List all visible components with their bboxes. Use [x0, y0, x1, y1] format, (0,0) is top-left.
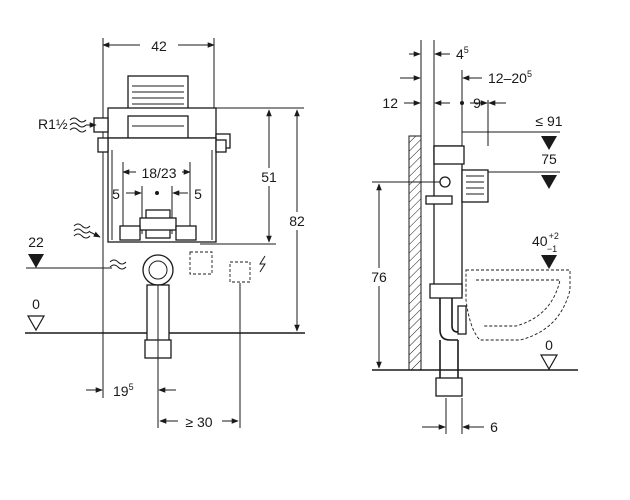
level-22-label: 22 [28, 234, 44, 250]
dim-30-label: ≥ 30 [185, 414, 212, 430]
bowl-height-marker [541, 255, 557, 269]
dim-45-label: 45 [456, 45, 469, 62]
frame-bracket-left [93, 117, 109, 133]
dim-82-label: 82 [289, 213, 305, 229]
cistern-grille [132, 85, 184, 105]
supply-box [189, 251, 213, 275]
dim-91-label: ≤ 91 [535, 113, 562, 129]
wall-section [408, 135, 422, 371]
dim-9-label: 9 [473, 95, 481, 111]
dim-18-23-label: 18/23 [141, 165, 176, 181]
dim-51-label: 51 [261, 169, 277, 185]
dim-42-label: 42 [151, 38, 167, 54]
front-view: 42 R1½ 18/23 [25, 36, 312, 430]
power-box [229, 261, 251, 283]
side-inlet-box [461, 169, 489, 203]
thread-label: R1½ [38, 116, 68, 132]
bowl-height-label: 40+2−1 [532, 231, 559, 254]
dim-76-label: 76 [371, 269, 387, 285]
dim-6-label: 6 [490, 419, 498, 435]
dim-5-left: 5 [112, 186, 120, 202]
front-floor-label: 0 [32, 296, 40, 312]
dim-75-label: 75 [541, 151, 557, 167]
electric-icon [259, 255, 266, 273]
side-floor-label: 0 [545, 337, 553, 353]
dim-195-label: 195 [113, 382, 134, 399]
side-view: 45 12–205 12 9 ≤ 91 75 76 [366, 40, 578, 435]
front-floor-marker [26, 315, 46, 332]
wc-bowl-outline [465, 269, 571, 341]
dim-91-marker [541, 136, 557, 150]
dim-75-marker [541, 175, 557, 189]
dim-12-20-label: 12–205 [488, 69, 532, 86]
side-cistern [433, 145, 463, 295]
supply-icon [73, 223, 91, 239]
side-floor-marker [539, 354, 559, 371]
dim-5-right: 5 [194, 186, 202, 202]
dim-12-label: 12 [382, 95, 398, 111]
level-22-marker [28, 254, 44, 268]
water-inlet-icon [69, 117, 87, 133]
